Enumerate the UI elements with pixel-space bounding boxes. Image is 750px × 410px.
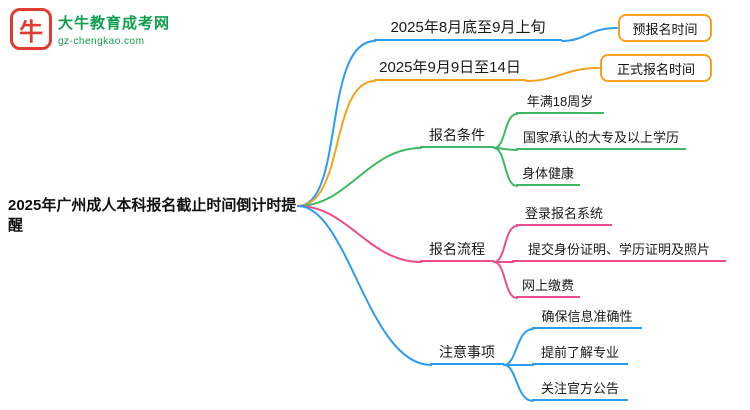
link-root-branch1 [297, 40, 376, 207]
link-branch1-tag [561, 27, 618, 42]
link-cond-child3 [493, 147, 518, 187]
link-root-branch4 [297, 205, 422, 263]
link-note-child1 [503, 328, 534, 366]
link-proc-child1 [493, 225, 518, 263]
link-branch2-tag [525, 67, 600, 82]
link-root-branch2 [297, 80, 376, 207]
note-know-major: 提前了解专业 [532, 343, 628, 365]
logo-site-name: 大牛教育成考网 [58, 15, 171, 32]
process-pay-online: 网上缴费 [516, 276, 580, 298]
branch-conditions: 报名条件 [420, 124, 494, 148]
process-login: 登录报名系统 [516, 204, 612, 226]
link-root-branch3 [297, 147, 422, 207]
note-follow-announcements: 关注官方公告 [532, 379, 628, 401]
link-root-branch5 [297, 205, 432, 366]
link-note-child3 [503, 364, 534, 402]
site-logo: 牛 大牛教育成考网 gz-chengkao.com [10, 8, 170, 50]
note-accuracy: 确保信息准确性 [532, 307, 642, 329]
condition-age: 年满18周岁 [516, 92, 604, 114]
tag-official-time: 正式报名时间 [600, 54, 712, 82]
logo-domain: gz-chengkao.com [58, 36, 145, 47]
link-cond-child1 [493, 113, 518, 149]
link-proc-child3 [493, 261, 518, 299]
condition-education: 国家承认的大专及以上学历 [516, 128, 686, 150]
root-topic: 2025年广州成人本科报名截止时间倒计时提醒 [8, 197, 297, 234]
branch-prereg-period: 2025年8月底至9月上旬 [374, 17, 562, 41]
process-submit-docs: 提交身份证明、学历证明及照片 [512, 240, 726, 262]
condition-health: 身体健康 [516, 164, 580, 186]
branch-official-period: 2025年9月9日至14日 [374, 57, 526, 81]
logo-text: 大牛教育成考网 gz-chengkao.com [58, 8, 170, 47]
tag-prereg-time: 预报名时间 [618, 14, 712, 42]
bull-logo-icon: 牛 [10, 8, 52, 50]
branch-process: 报名流程 [420, 238, 494, 262]
branch-notes: 注意事项 [430, 341, 504, 365]
